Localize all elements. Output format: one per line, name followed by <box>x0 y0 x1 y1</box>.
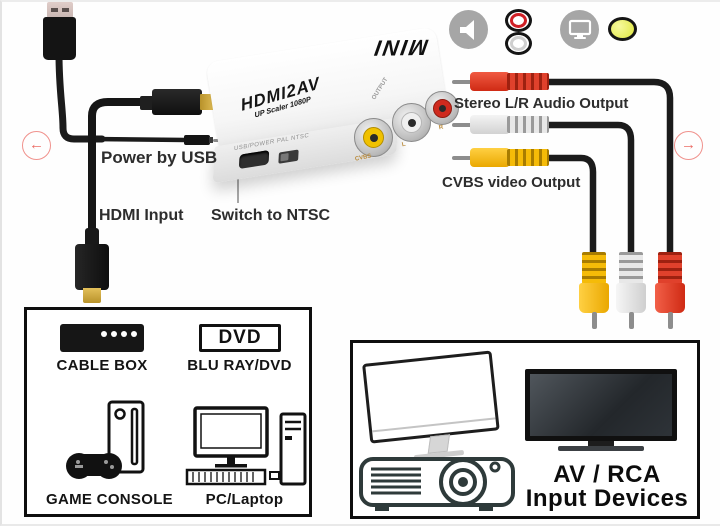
title-line-2: Input Devices <box>525 485 689 512</box>
game-console-icon <box>66 400 145 479</box>
pal-ntsc-switch <box>278 149 299 164</box>
model-text: HDMI2AV UP Scaler 1080P <box>239 73 322 120</box>
rca-red-icon <box>505 9 532 32</box>
tv-icon <box>525 369 677 451</box>
hdmi-input-label: HDMI Input <box>99 207 184 224</box>
hdmi-cable <box>88 98 158 242</box>
speaker-icon <box>449 10 488 49</box>
monitor-icon <box>560 10 599 49</box>
usb-power-cable <box>89 136 189 143</box>
cvbs-jack <box>354 118 393 157</box>
cable-box-label: CABLE BOX <box>56 357 148 374</box>
pc-laptop-icon <box>185 406 307 486</box>
bluray-dvd-label: BLU RAY/DVD <box>187 357 292 374</box>
audio-right-jack <box>425 91 459 125</box>
projector-icon <box>359 457 515 511</box>
brand-text: MINI <box>371 34 430 61</box>
title-line-1: AV / RCA <box>553 461 661 488</box>
jack-label-r: R <box>438 124 444 132</box>
rca-white-icon <box>505 32 532 55</box>
game-console-label: GAME CONSOLE <box>46 491 173 508</box>
carousel-prev-button[interactable]: ← <box>22 131 51 160</box>
source-devices-panel: CABLE BOX DVD BLU RAY/DVD GAME CONSOLE <box>24 307 312 517</box>
usb-plug-metal <box>47 2 73 18</box>
carousel-next-button[interactable]: → <box>674 131 703 160</box>
pc-laptop-label: PC/Laptop <box>205 491 284 508</box>
jack-label-l: L <box>401 141 407 149</box>
cvbs-output-label: CVBS video Output <box>442 174 581 191</box>
switch-ntsc-label: Switch to NTSC <box>211 207 331 224</box>
power-by-usb-label: Power by USB <box>101 148 218 167</box>
usb-cable <box>55 50 106 143</box>
usb-plug-body <box>43 17 76 60</box>
red-rca-cable <box>543 78 674 258</box>
white-rca-cable <box>543 121 635 258</box>
dvd-logo: DVD <box>199 324 281 352</box>
stereo-output-label: Stereo L/R Audio Output <box>454 95 629 112</box>
computer-monitor-icon <box>362 350 502 464</box>
output-devices-panel: AV / RCA Input Devices <box>350 340 700 519</box>
mini-usb-port <box>238 150 270 170</box>
audio-left-jack <box>392 103 431 142</box>
rca-yellow-icon <box>608 17 637 41</box>
cable-box-icon <box>60 324 144 352</box>
output-devices-title: AV / RCA Input Devices <box>519 463 695 511</box>
usb-plug <box>43 2 76 60</box>
hdmi-gold-tip-hanging <box>83 288 101 303</box>
yellow-rca-cable <box>543 154 597 258</box>
